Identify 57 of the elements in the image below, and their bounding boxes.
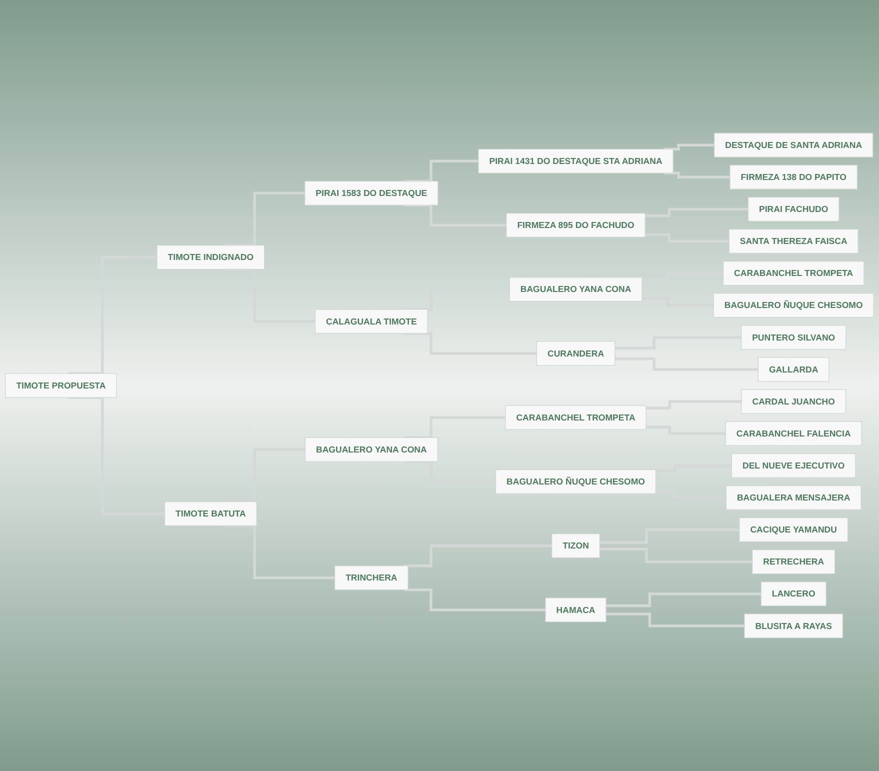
connector bbox=[224, 448, 306, 504]
connector bbox=[404, 588, 546, 612]
node-box: HAMACA bbox=[545, 598, 606, 622]
connector bbox=[664, 172, 730, 178]
connector bbox=[600, 548, 752, 564]
node-box: CALAGUALA TIMOTE bbox=[314, 309, 428, 334]
node-box: PIRAI 1431 DO DESTAQUE STA ADRIANA bbox=[478, 148, 674, 174]
connector bbox=[404, 204, 506, 227]
connector bbox=[404, 160, 478, 183]
node-box: FIRMEZA 138 DO PAPITO bbox=[730, 164, 858, 190]
connector bbox=[656, 464, 732, 472]
node-box: PUNTERO SILVANO bbox=[740, 325, 846, 350]
connector bbox=[645, 208, 748, 218]
node-box: CARABANCHEL TROMPETA bbox=[505, 405, 646, 430]
node-box: BAGUALERO ÑUQUE CHESOMO bbox=[713, 293, 874, 318]
node-box: BAGUALERA MENSAJERA bbox=[726, 485, 862, 510]
node-box: TIZON bbox=[551, 533, 600, 558]
connector bbox=[224, 268, 316, 323]
node-box: LANCERO bbox=[760, 582, 826, 606]
connector bbox=[404, 416, 506, 439]
node-box: PIRAI FACHUDO bbox=[748, 196, 840, 222]
connector bbox=[600, 528, 740, 544]
node-box: CACIQUE YAMANDU bbox=[739, 517, 848, 542]
connector bbox=[224, 524, 335, 580]
node-box: TRINCHERA bbox=[334, 566, 408, 590]
node-box: FIRMEZA 895 DO FACHUDO bbox=[506, 212, 646, 238]
node-box: BAGUALERO ÑUQUE CHESOMO bbox=[495, 469, 656, 494]
node-box: CARABANCHEL TROMPETA bbox=[722, 261, 864, 286]
connector bbox=[606, 612, 744, 628]
node-box: SANTA THEREZA FAISCA bbox=[728, 228, 858, 254]
connector bbox=[614, 336, 742, 350]
connector bbox=[404, 332, 537, 355]
connector bbox=[68, 396, 165, 516]
node-box: DEL NUEVE EJECUTIVO bbox=[731, 453, 856, 478]
node-box: BAGUALERO YANA CONA bbox=[509, 277, 642, 302]
node-box: BLUSITA A RAYAS bbox=[744, 614, 844, 638]
node-box: GALLARDA bbox=[758, 357, 830, 382]
node-box: BAGUALERO YANA CONA bbox=[304, 437, 438, 462]
connector bbox=[68, 256, 157, 375]
connector bbox=[224, 192, 305, 247]
connector bbox=[646, 426, 726, 435]
node-box: PIRAI 1583 DO DESTAQUE bbox=[304, 180, 438, 206]
node-box: RETRECHERA bbox=[752, 549, 836, 574]
node-box: CARDAL JUANCHO bbox=[741, 389, 846, 414]
connector bbox=[645, 233, 730, 243]
node-box: TIMOTE PROPUESTA bbox=[5, 373, 117, 398]
node-box: CURANDERA bbox=[536, 341, 616, 366]
connector bbox=[646, 400, 742, 410]
node-box: CARABANCHEL FALENCIA bbox=[725, 421, 862, 446]
connector bbox=[614, 357, 758, 371]
node-box: TIMOTE BATUTA bbox=[164, 501, 257, 526]
node-box: TIMOTE INDIGNADO bbox=[156, 244, 265, 270]
connector bbox=[606, 592, 762, 608]
connector bbox=[642, 297, 714, 307]
node-box: DESTAQUE DE SANTA ADRIANA bbox=[714, 132, 874, 158]
connector bbox=[404, 544, 552, 568]
connector bbox=[664, 144, 714, 150]
